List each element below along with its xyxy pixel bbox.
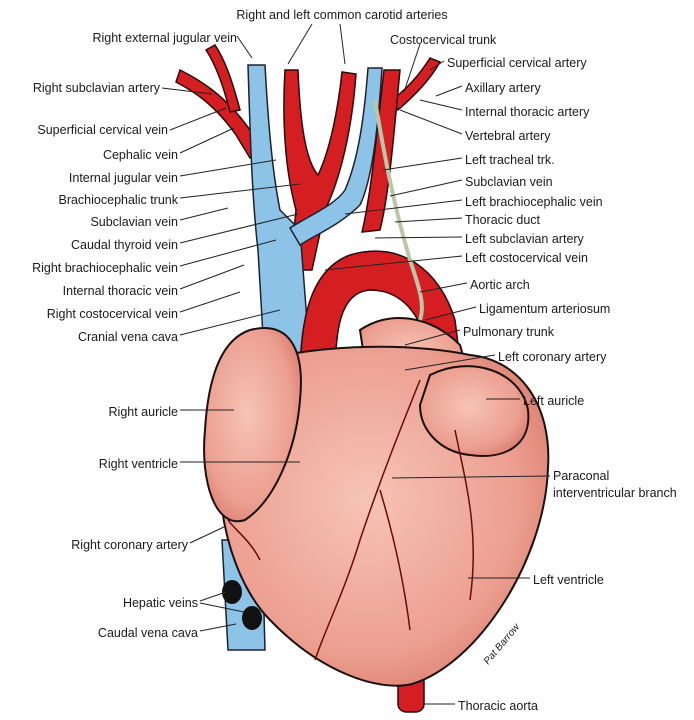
right-coronary-artery-line <box>227 519 261 561</box>
heart-illustration: Pat Barrow <box>175 44 550 713</box>
hepatic-vein-opening <box>222 580 242 604</box>
label-left-costocervical-vein: Left costocervical vein <box>465 251 588 265</box>
label-superficial-cervical-artery: Superficial cervical artery <box>447 56 587 70</box>
label-vertebral-artery: Vertebral artery <box>465 129 551 143</box>
label-brachiocephalic-trunk: Brachiocephalic trunk <box>58 193 178 207</box>
label-common-carotid-arteries: Right and left common carotid arteries <box>236 8 447 22</box>
label-axillary-artery: Axillary artery <box>465 81 541 95</box>
label-paraconal: Paraconal <box>553 469 609 483</box>
left-auricle-shape <box>418 365 530 457</box>
hepatic-vein-opening <box>242 606 262 630</box>
label-caudal-thyroid-vein: Caudal thyroid vein <box>71 238 178 252</box>
label-right-coronary-artery: Right coronary artery <box>71 538 188 552</box>
label-left-coronary-artery: Left coronary artery <box>498 350 607 364</box>
label-right-costocervical-vein: Right costocervical vein <box>47 307 178 321</box>
label-left-ventricle: Left ventricle <box>533 573 604 587</box>
left-labels: Right external jugular vein Right subcla… <box>32 31 237 640</box>
leader-lines <box>161 23 551 705</box>
label-cephalic-vein: Cephalic vein <box>103 148 178 162</box>
label-thoracic-duct: Thoracic duct <box>465 213 541 227</box>
label-left-auricle: Left auricle <box>523 394 584 408</box>
aortic-arch <box>299 250 461 381</box>
label-subclavian-vein: Subclavian vein <box>90 215 178 229</box>
label-left-brachiocephalic-vein: Left brachiocephalic vein <box>465 195 603 209</box>
label-right-ventricle: Right ventricle <box>99 457 178 471</box>
label-pulmonary-trunk: Pulmonary trunk <box>463 325 555 339</box>
label-caudal-vena-cava: Caudal vena cava <box>98 626 198 640</box>
label-left-subclavian-artery: Left subclavian artery <box>465 232 585 246</box>
paraconal-interventricular-branch <box>314 379 421 661</box>
label-right-auricle: Right auricle <box>109 405 179 419</box>
label-internal-thoracic-artery: Internal thoracic artery <box>465 105 590 119</box>
label-costocervical-trunk: Costocervical trunk <box>390 33 497 47</box>
label-aortic-arch: Aortic arch <box>470 278 530 292</box>
label-superficial-cervical-vein: Superficial cervical vein <box>37 123 168 137</box>
right-arterial-branch <box>204 44 241 113</box>
coronary-branch <box>454 429 475 601</box>
left-brachiocephalic-vein <box>288 67 383 247</box>
label-interventricular-branch: interventricular branch <box>553 486 677 500</box>
thoracic-duct <box>373 99 424 321</box>
right-labels: Costocervical trunk Superficial cervical… <box>390 33 677 713</box>
labels: Right and left common carotid arteries R… <box>32 8 677 713</box>
left-subclavian-artery <box>361 69 401 233</box>
label-internal-jugular-vein: Internal jugular vein <box>69 171 178 185</box>
label-cranial-vena-cava: Cranial vena cava <box>78 330 178 344</box>
label-thoracic-aorta: Thoracic aorta <box>458 699 538 713</box>
label-right-brachiocephalic-vein: Right brachiocephalic vein <box>32 261 178 275</box>
label-right-subclavian-artery: Right subclavian artery <box>33 81 161 95</box>
label-hepatic-veins: Hepatic veins <box>123 596 198 610</box>
label-subclavian-vein-left: Subclavian vein <box>465 175 553 189</box>
label-internal-thoracic-vein: Internal thoracic vein <box>63 284 178 298</box>
label-right-external-jugular-vein: Right external jugular vein <box>92 31 237 45</box>
label-ligamentum-arteriosum: Ligamentum arteriosum <box>479 302 610 316</box>
artist-signature: Pat Barrow <box>482 621 523 667</box>
label-left-tracheal-trunk: Left tracheal trk. <box>465 153 555 167</box>
right-auricle-shape <box>203 327 302 523</box>
coronary-branch <box>379 489 411 631</box>
